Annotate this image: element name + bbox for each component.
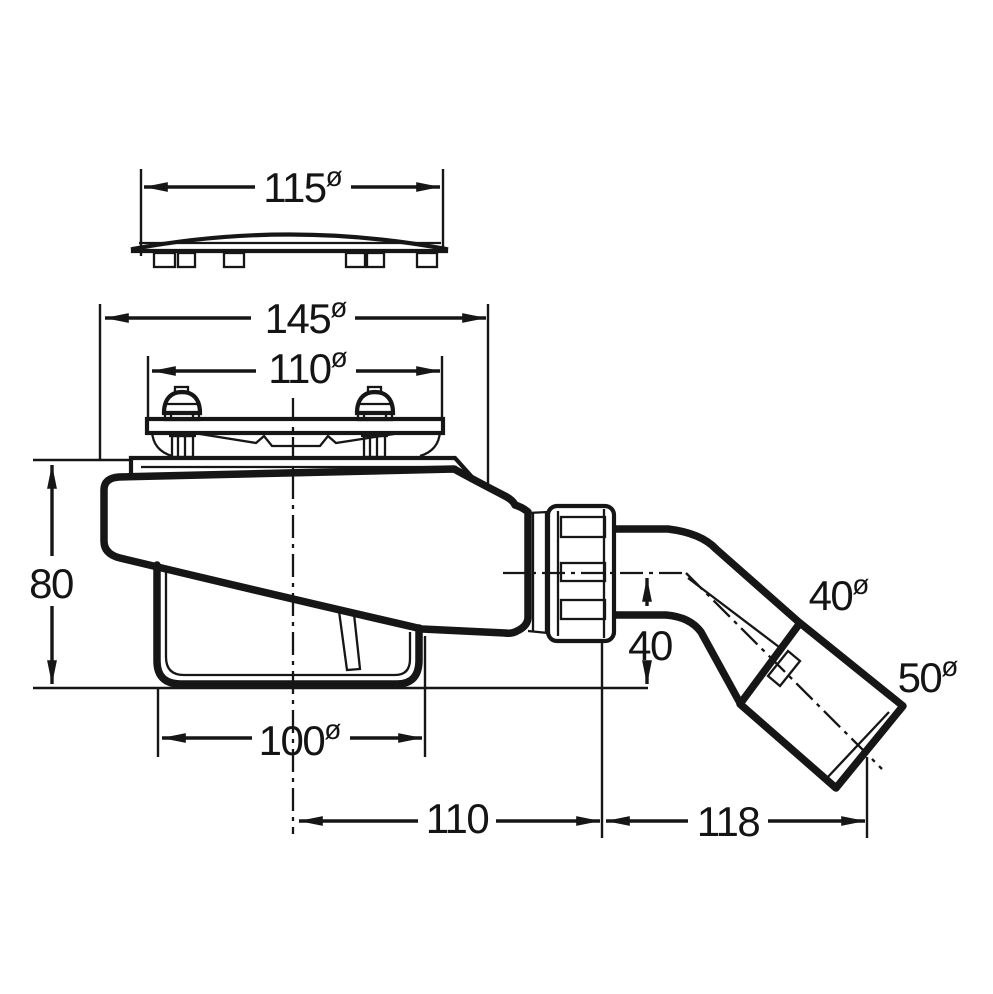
nut-slot-bottom: [559, 598, 607, 621]
dim-outlet-projection: 118: [605, 757, 869, 845]
dim-center-to-outlet: 110: [298, 641, 604, 842]
body-outline: [100, 465, 532, 637]
seal-left: [150, 431, 173, 458]
outlet-sleeve: [736, 619, 907, 792]
sleeve-clip: [766, 649, 802, 688]
dim-cap-diameter: 115ø: [139, 161, 445, 256]
seal-right: [419, 431, 442, 458]
nut-slot-top: [559, 515, 607, 539]
dim-flange-diameter: 145ø: [98, 292, 490, 486]
elbow-lower-edge: [610, 611, 744, 707]
dim-label-height: 80: [29, 560, 73, 607]
trap-body: [100, 455, 549, 688]
elbow-bore-line: [687, 577, 784, 651]
dim-label-outlet-pipe-diameter: 40ø: [809, 569, 870, 619]
flange-bolt-left: [164, 387, 200, 420]
cup-partition: [337, 610, 362, 672]
dim-label-outlet-projection: 118: [697, 798, 760, 845]
dim-body-top-diameter: 110ø: [146, 342, 444, 419]
dim-label-center-to-outlet: 110: [426, 795, 489, 842]
membrane-line: [199, 432, 395, 448]
cup-outline: [153, 561, 423, 688]
dimensions: 115ø 145ø 110ø 80: [29, 161, 958, 845]
screw-post-right: [359, 434, 390, 459]
dim-outlet-center-height: 40: [628, 577, 673, 685]
neck-bottom-edge: [527, 629, 549, 635]
cup-inner-wall: [164, 569, 412, 677]
dim-label-outlet-center-height: 40: [628, 622, 672, 669]
dim-height: 80: [29, 458, 131, 685]
dim-label-body-top-diameter: 110ø: [268, 342, 348, 392]
cap-dome-line: [130, 232, 449, 252]
dim-label-outlet-end-diameter: 50ø: [898, 651, 959, 701]
outlet-pipe: [610, 525, 907, 792]
dim-label-flange-diameter: 145ø: [265, 292, 348, 342]
flange-assembly: [144, 387, 446, 459]
center-lines: [291, 398, 883, 834]
dim-label-cup-diameter: 100ø: [259, 714, 342, 764]
flange-plate: [144, 416, 446, 436]
outlet-axis-center-line: [685, 572, 883, 770]
dim-cup-diameter: 100ø: [156, 636, 427, 764]
cover-cap-profile: [130, 232, 449, 269]
neck-top-edge: [527, 510, 549, 515]
screw-post-left: [167, 434, 198, 459]
dim-label-cap-diameter: 115ø: [263, 161, 343, 211]
cap-feet: [152, 251, 439, 269]
elbow-upper-edge: [610, 525, 805, 628]
flange-bolt-right: [357, 387, 393, 420]
